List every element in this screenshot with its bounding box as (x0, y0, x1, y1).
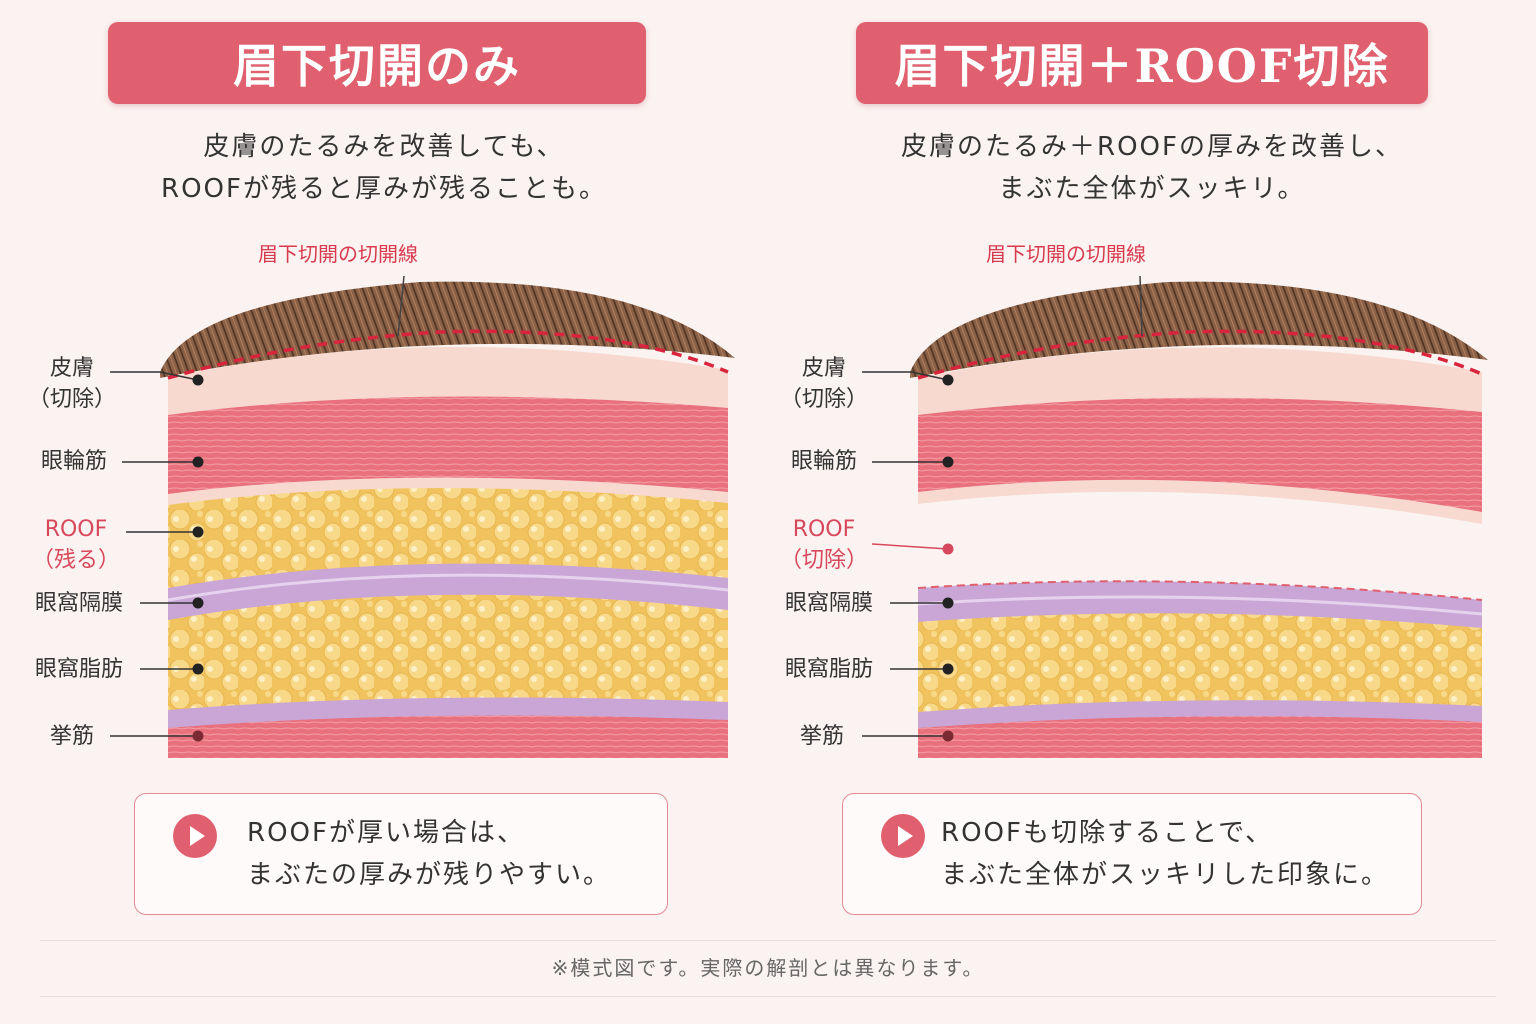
label-levator: 挙筋 (790, 721, 854, 752)
note-box: ROOFが厚い場合は、 まぶたの厚みが残りやすい。 (134, 793, 668, 915)
incision-label: 眉下切開の切開線 (258, 238, 418, 267)
tissue-layer-diagram (768, 0, 1536, 780)
play-icon (881, 814, 925, 858)
panel-brow-incision-roof-resection: 眉下切開＋ROOF切除 皮膚のたるみ＋ROOFの厚みを改善し、 まぶた全体がスッ… (768, 0, 1536, 940)
label-roof-sub: （残る） (26, 545, 126, 576)
label-orbital-fat: 眼窩脂肪 (26, 654, 132, 685)
play-icon (173, 814, 217, 858)
label-skin: 皮膚 (40, 353, 104, 384)
footer-divider (40, 996, 1496, 997)
label-roof: ROOF (30, 514, 122, 545)
label-skin-sub: （切除） (26, 384, 118, 415)
label-septum: 眼窩隔膜 (776, 588, 882, 619)
note-line: ROOFが厚い場合は、 (247, 812, 611, 854)
orbital-fat-layer (918, 606, 1482, 712)
note-text: ROOFも切除することで、 まぶた全体がスッキリした印象に。 (941, 812, 1389, 896)
label-orbicularis: 眼輪筋 (34, 446, 114, 477)
orbital-fat-layer (168, 590, 728, 710)
label-septum: 眼窩隔膜 (26, 588, 132, 619)
label-orbital-fat: 眼窩脂肪 (776, 654, 882, 685)
label-roof: ROOF (778, 514, 870, 545)
label-levator: 挙筋 (40, 721, 104, 752)
footnote: ※模式図です。実際の解剖とは異なります。 (0, 952, 1536, 981)
label-skin: 皮膚 (792, 353, 856, 384)
label-skin-sub: （切除） (778, 384, 870, 415)
note-line: まぶた全体がスッキリした印象に。 (941, 854, 1389, 896)
label-roof-sub: （切除） (774, 545, 874, 576)
label-orbicularis: 眼輪筋 (784, 446, 864, 477)
note-box: ROOFも切除することで、 まぶた全体がスッキリした印象に。 (842, 793, 1422, 915)
incision-label: 眉下切開の切開線 (986, 238, 1146, 267)
note-line: ROOFも切除することで、 (941, 812, 1389, 854)
note-text: ROOFが厚い場合は、 まぶたの厚みが残りやすい。 (247, 812, 611, 896)
note-line: まぶたの厚みが残りやすい。 (247, 854, 611, 896)
panel-brow-incision-only: 眉下切開のみ 皮膚のたるみを改善しても、 ROOFが残ると厚みが残ることも。 (0, 0, 768, 940)
footer-divider (40, 940, 1496, 941)
